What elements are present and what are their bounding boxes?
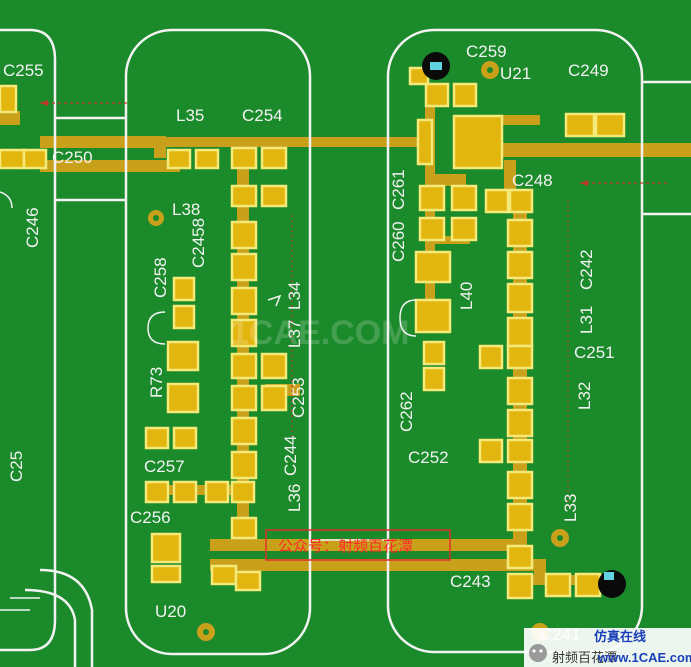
logo-right-text: www.1CAE.com	[597, 650, 691, 665]
label-c262: C262	[397, 391, 416, 432]
label-l36: L36	[285, 484, 304, 512]
label-u20: U20	[155, 602, 186, 621]
label-l35: L35	[176, 106, 204, 125]
pads-left-column	[0, 84, 48, 170]
label-l37: L37	[285, 320, 304, 348]
wechat-icon	[529, 644, 547, 662]
annotation-markers	[40, 100, 670, 510]
label-c25: C25	[7, 451, 26, 482]
board-outlines	[0, 28, 691, 667]
label-c246: C246	[23, 207, 42, 248]
label-c261: C261	[389, 169, 408, 210]
logo-left-text: 射频百花潭	[552, 650, 617, 665]
wechat-stamp: 公众号：射频百花潭	[265, 529, 451, 561]
label-c259: C259	[466, 42, 507, 61]
silkscreen-labels: C255 C250 C246 C25 L35 C254 L38 C2458 C2…	[3, 42, 615, 644]
pads-middle-column	[144, 146, 288, 592]
label-l31: L31	[577, 306, 596, 334]
site-logo: 仿真在线 射频百花潭 www.1CAE.com	[524, 628, 691, 667]
pads-right-column	[408, 66, 626, 600]
vias	[148, 52, 626, 641]
watermark-text: 1CAE.COM	[230, 314, 409, 352]
label-u21: U21	[500, 64, 531, 83]
label-c260: C260	[389, 221, 408, 262]
label-l33: L33	[561, 494, 580, 522]
label-c253: C253	[289, 377, 308, 418]
label-c243: C243	[450, 572, 491, 591]
label-c254: C254	[242, 106, 283, 125]
label-c249: C249	[568, 61, 609, 80]
label-l40: L40	[457, 282, 476, 310]
label-c244: C244	[281, 435, 300, 476]
label-c255: C255	[3, 61, 44, 80]
inductor-outlines	[0, 191, 417, 345]
label-c250: C250	[52, 148, 93, 167]
label-r73: R73	[147, 367, 166, 398]
label-c2458: C2458	[189, 218, 208, 268]
label-c257: C257	[144, 457, 185, 476]
label-l32: L32	[575, 382, 594, 410]
label-c252: C252	[408, 448, 449, 467]
label-c256: C256	[130, 508, 171, 527]
label-c258: C258	[151, 257, 170, 298]
stamp-text: 公众号：射频百花潭	[278, 538, 413, 555]
label-c242: C242	[577, 249, 596, 290]
label-l38: L38	[172, 200, 200, 219]
label-c251: C251	[574, 343, 615, 362]
label-c248: C248	[512, 171, 553, 190]
label-l34: L34	[285, 282, 304, 310]
logo-top-text: 仿真在线	[594, 629, 646, 644]
